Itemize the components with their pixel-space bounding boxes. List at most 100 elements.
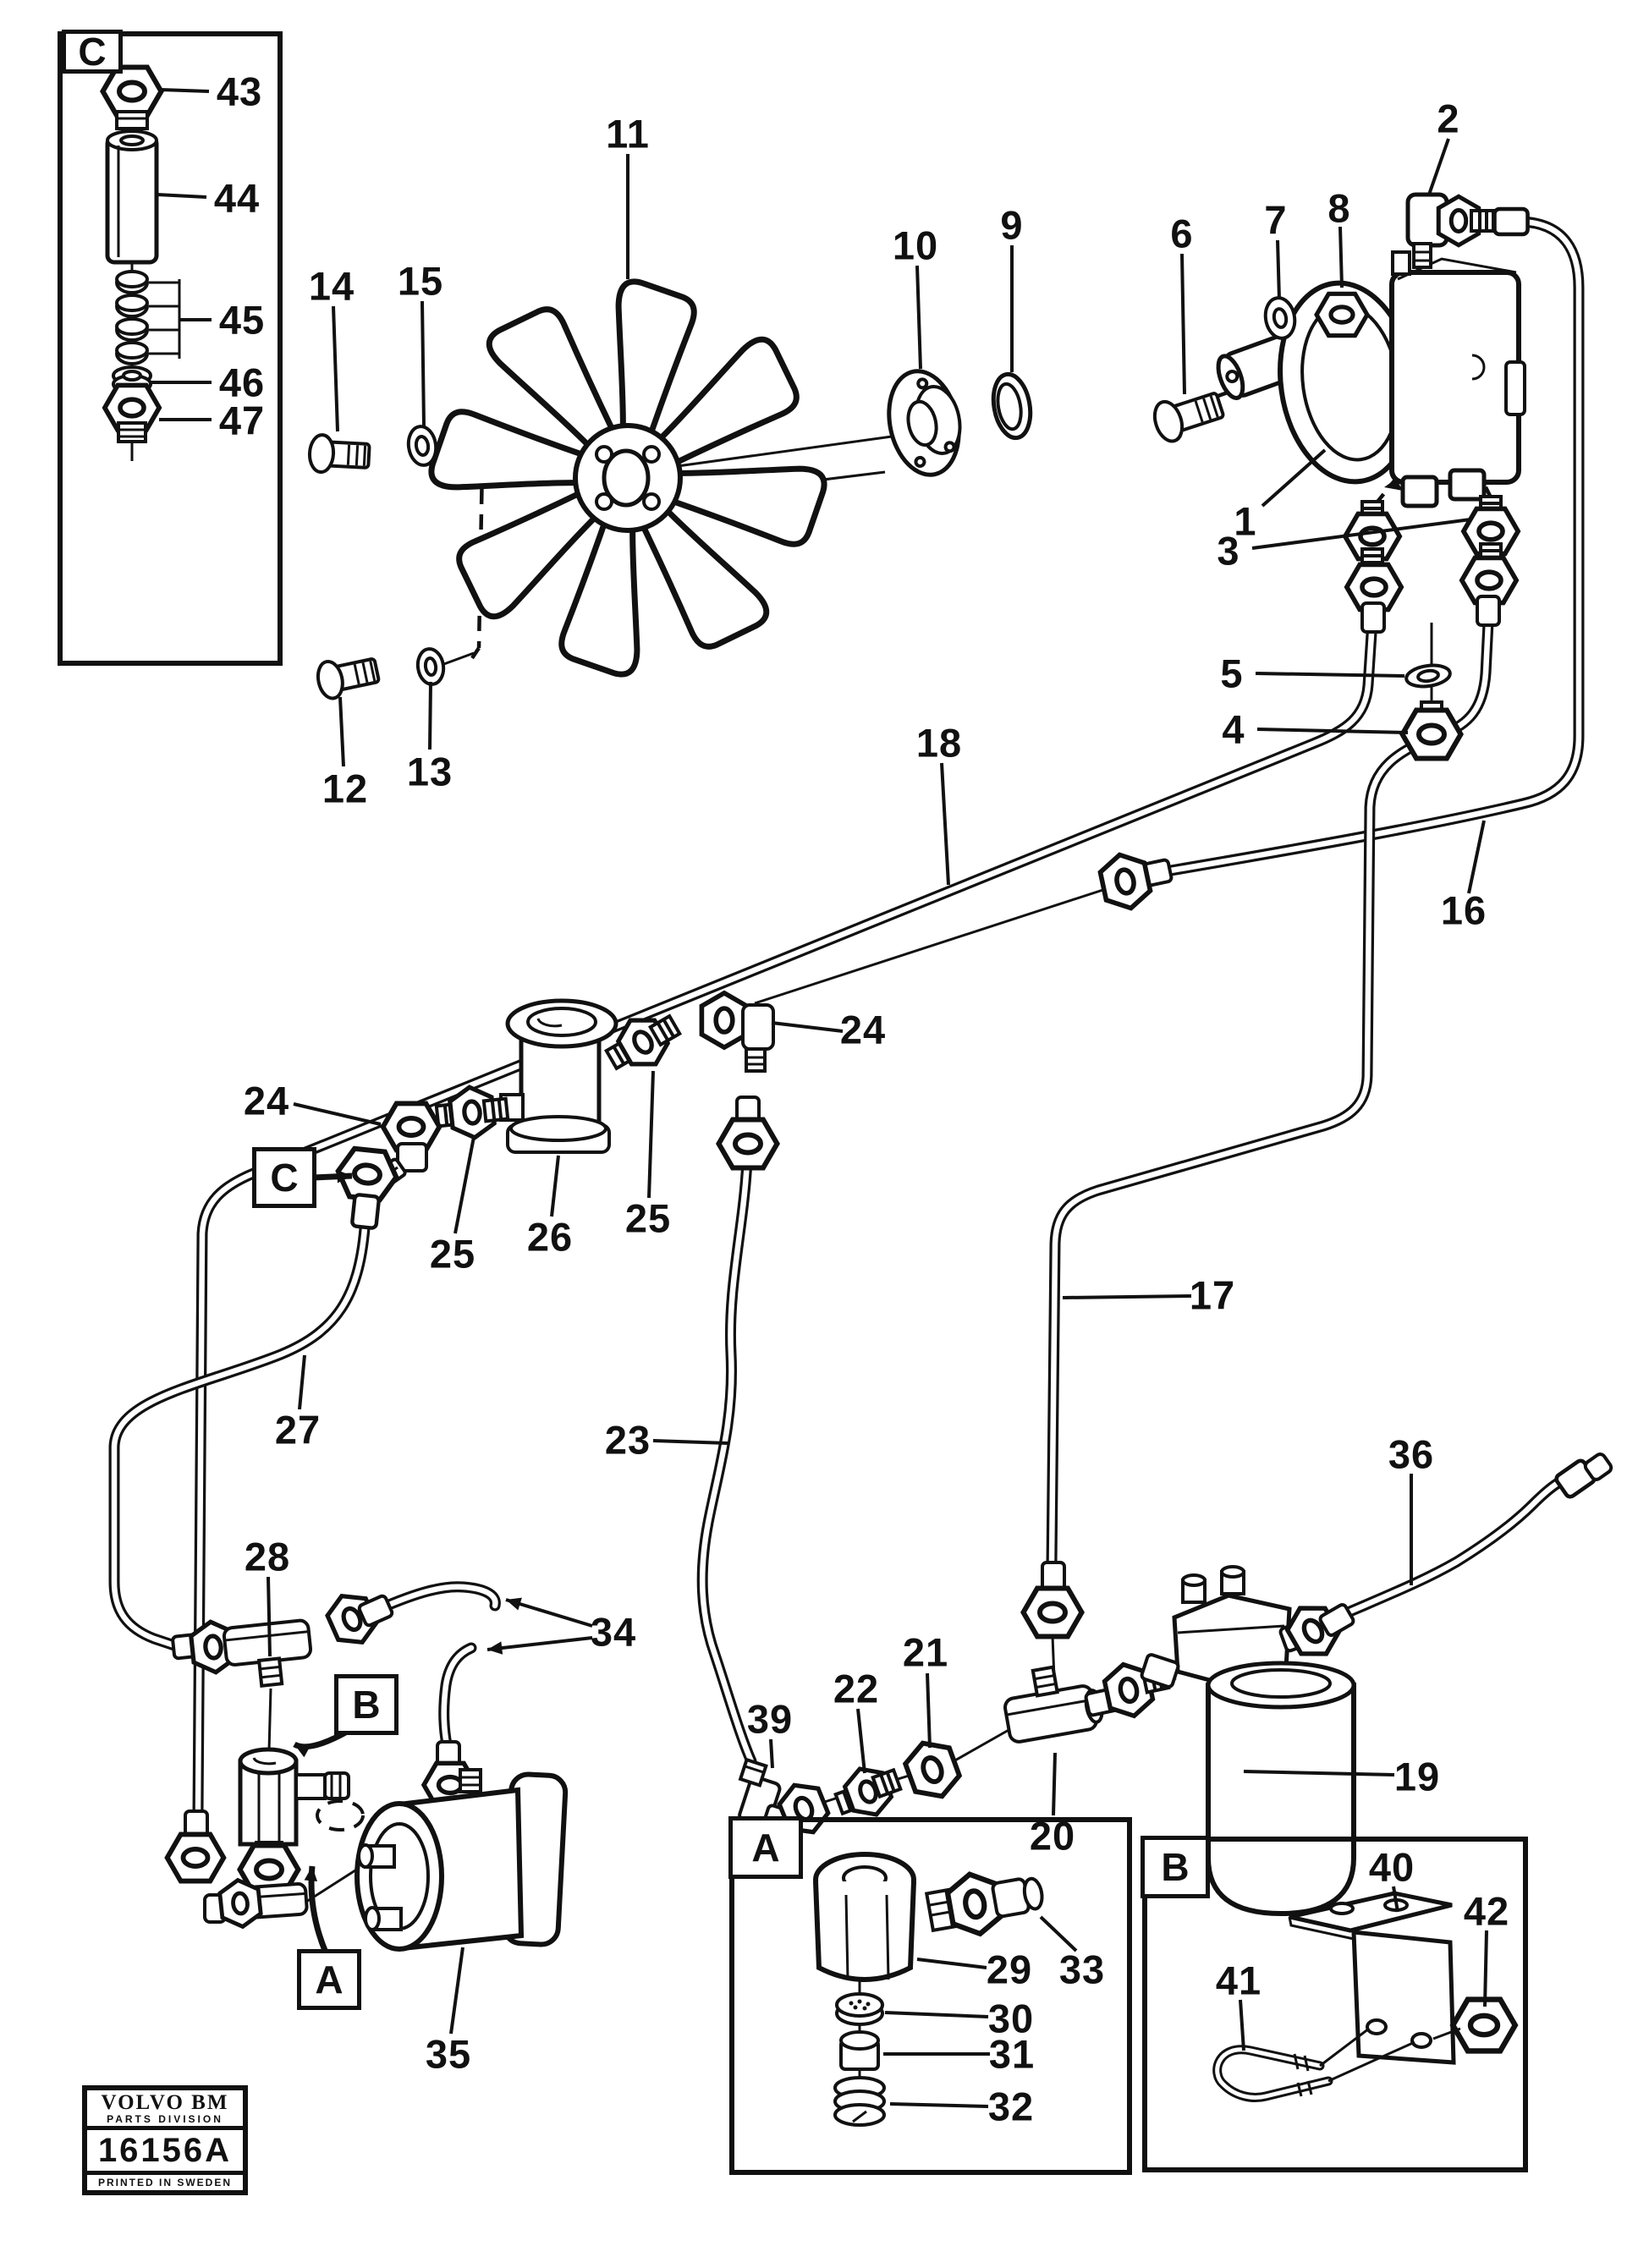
- part-label-18-20: 18: [915, 720, 963, 766]
- leader-line: [916, 1958, 987, 1969]
- leader-line: [1261, 448, 1327, 508]
- part-label-34-31: 34: [590, 1609, 637, 1655]
- part-label-29-39: 29: [986, 1947, 1033, 1992]
- part-label-12-10: 12: [322, 766, 369, 811]
- leader-line: [647, 1070, 655, 1199]
- valve-26: [499, 998, 618, 1154]
- leader-line: [940, 762, 950, 886]
- callout-a-3: A: [297, 1949, 361, 2010]
- part-label-15-7: 15: [397, 258, 444, 304]
- part-label-23-28: 23: [604, 1417, 651, 1463]
- part-label-20-35: 20: [1029, 1813, 1076, 1859]
- callout-letter: A: [315, 1958, 344, 2002]
- printed-in: PRINTED IN SWEDEN: [87, 2171, 243, 2190]
- leader-line: [338, 696, 345, 767]
- part-label-32-43: 32: [987, 2084, 1035, 2129]
- elbow-2: [1405, 192, 1528, 269]
- part-label-21-34: 21: [902, 1629, 949, 1675]
- part-label-24-22: 24: [243, 1078, 290, 1123]
- part-label-7-13: 7: [1264, 197, 1288, 243]
- arrowhead: [506, 1597, 522, 1611]
- leader-line: [915, 265, 922, 370]
- spacer-tube-44: [105, 129, 159, 265]
- u-bolt-41: [1212, 2027, 1415, 2102]
- spring-32: [833, 2076, 886, 2127]
- bolt-12: [316, 657, 381, 700]
- nut-29: [813, 1852, 916, 1982]
- leader-line: [1338, 226, 1344, 288]
- screen-30: [835, 1992, 884, 2026]
- leader-line: [1392, 1886, 1399, 1913]
- part-label-10-8: 10: [892, 222, 939, 268]
- part-label-26-24: 26: [526, 1214, 574, 1260]
- leader-line: [267, 1576, 272, 1657]
- arrowhead: [294, 1744, 311, 1758]
- part-label-17-29: 17: [1189, 1272, 1236, 1318]
- brand-name: VOLVO BM: [101, 2091, 229, 2114]
- leader-line: [486, 1636, 593, 1651]
- part-label-22-33: 22: [833, 1666, 880, 1711]
- bushings-45: [115, 270, 181, 365]
- leader-line: [1062, 1294, 1192, 1299]
- hydraulic-motor: [1216, 250, 1526, 508]
- part-label-8-14: 8: [1327, 185, 1351, 231]
- inset-c: [58, 31, 283, 666]
- fitting-33: [924, 1863, 1044, 1941]
- seal-9: [991, 371, 1033, 441]
- callout-c-1: C: [252, 1147, 316, 1208]
- fan-hub-10: [887, 369, 962, 477]
- leader-line: [550, 1155, 560, 1217]
- part-label-14-6: 14: [308, 263, 355, 309]
- washer-7: [1263, 296, 1297, 340]
- leader-line: [1276, 239, 1281, 300]
- plug-4: [1403, 700, 1461, 759]
- part-label-36-37: 36: [1388, 1431, 1435, 1477]
- part-label-19-36: 19: [1393, 1754, 1441, 1799]
- callout-b-2: B: [334, 1674, 399, 1735]
- figure-number: 16156A: [97, 2132, 233, 2169]
- leader-line: [1256, 728, 1409, 734]
- leader-line: [428, 681, 432, 750]
- nut-42: [1432, 2000, 1515, 2051]
- leader-line: [449, 1947, 464, 2035]
- part-label-1-16: 1: [1234, 498, 1257, 544]
- part-label-3-17: 3: [1217, 528, 1240, 574]
- callout-a-4: A: [728, 1816, 803, 1879]
- leader-line: [1427, 138, 1450, 195]
- leader-line: [856, 1708, 866, 1774]
- part-label-9-9: 9: [1000, 202, 1024, 248]
- part-label-2-15: 2: [1437, 96, 1460, 141]
- leader-line: [1180, 253, 1186, 395]
- callout-c-0: C: [62, 30, 123, 74]
- bracket-40: [1288, 1891, 1456, 2065]
- callout-b-5: B: [1141, 1836, 1210, 1898]
- leader-line: [1251, 518, 1471, 550]
- part-label-28-30: 28: [244, 1534, 291, 1579]
- leader-line: [771, 1021, 844, 1033]
- leader-line: [157, 193, 207, 199]
- callout-letter: A: [751, 1826, 780, 1870]
- leader-line: [453, 1136, 475, 1234]
- arrowhead: [487, 1641, 503, 1655]
- part-label-43-0: 43: [216, 69, 263, 114]
- part-label-24-26: 24: [839, 1007, 887, 1052]
- part-label-13-11: 13: [406, 749, 453, 794]
- leader-line: [298, 1354, 306, 1410]
- arrowhead: [304, 1866, 318, 1882]
- leader-line: [420, 300, 426, 427]
- callout-letter: B: [352, 1683, 381, 1727]
- part-label-27-27: 27: [274, 1407, 322, 1453]
- washer-15: [406, 425, 438, 467]
- leader-line: [1483, 1930, 1488, 2007]
- part-label-47-4: 47: [218, 398, 266, 443]
- part-label-46-3: 46: [218, 360, 266, 405]
- leader-line: [884, 2011, 989, 2018]
- brand-division: PARTS DIVISION: [107, 2113, 223, 2125]
- callout-letter: C: [78, 30, 107, 74]
- leader-line: [926, 1672, 932, 1749]
- leader-line: [293, 1102, 382, 1126]
- valve-block-b: [240, 1747, 350, 1894]
